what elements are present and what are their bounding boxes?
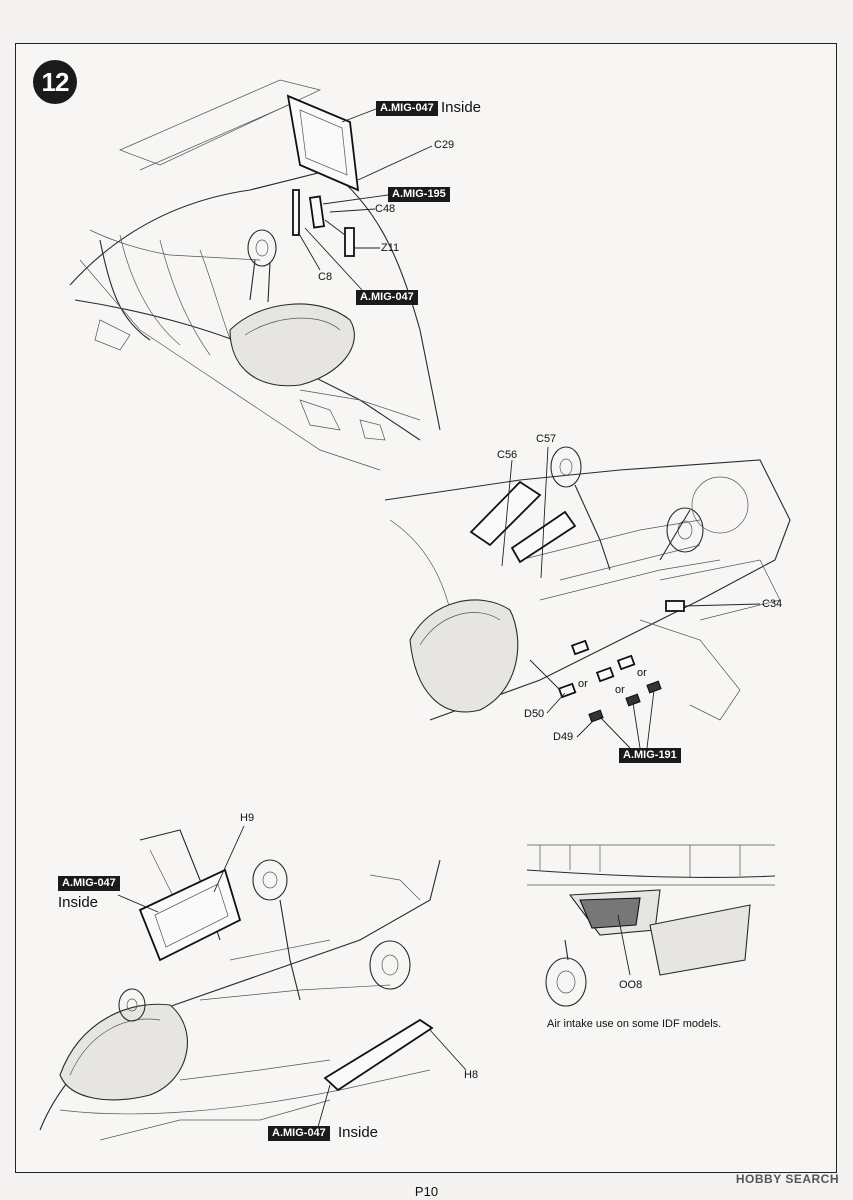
part-label-h9: H9 — [240, 812, 255, 824]
instruction-frame — [15, 43, 837, 1173]
part-label-c48: C48 — [375, 203, 396, 215]
or-label: or — [615, 684, 625, 696]
part-label-c57: C57 — [536, 433, 557, 445]
inset-caption: Air intake use on some IDF models. — [547, 1018, 722, 1030]
part-label-oo8: OO8 — [619, 979, 643, 991]
part-label-d50: D50 — [524, 708, 545, 720]
inside-note: Inside — [338, 1124, 379, 1141]
aircraft-gear-bay-illustration — [384, 446, 791, 749]
air-intake-inset-illustration — [526, 844, 776, 1007]
part-label-c56: C56 — [497, 449, 518, 461]
paint-code-mig-047: A.MIG-047 — [268, 1126, 330, 1141]
paint-code-mig-047: A.MIG-047 — [376, 101, 438, 116]
part-label-z11: Z11 — [381, 242, 400, 254]
inside-note: Inside — [58, 894, 99, 911]
part-label-c8: C8 — [318, 271, 333, 283]
paint-code-mig-047: A.MIG-047 — [58, 876, 120, 891]
aircraft-underside-illustration — [39, 825, 467, 1141]
step-number-badge: 12 — [33, 60, 77, 104]
paint-code-mig-191: A.MIG-191 — [619, 748, 681, 763]
part-label-c29: C29 — [434, 139, 455, 151]
or-label: or — [637, 667, 647, 679]
or-label: or — [578, 678, 588, 690]
inside-note: Inside — [441, 99, 482, 116]
aircraft-top-view-illustration — [69, 79, 441, 471]
part-label-h8: H8 — [464, 1069, 479, 1081]
paint-code-mig-195: A.MIG-195 — [388, 187, 450, 202]
part-label-d49: D49 — [553, 731, 574, 743]
watermark: HOBBY SEARCH — [735, 1172, 839, 1186]
page-number: P10 — [414, 1184, 439, 1199]
part-label-c34: C34 — [762, 598, 783, 610]
paint-code-mig-047: A.MIG-047 — [356, 290, 418, 305]
